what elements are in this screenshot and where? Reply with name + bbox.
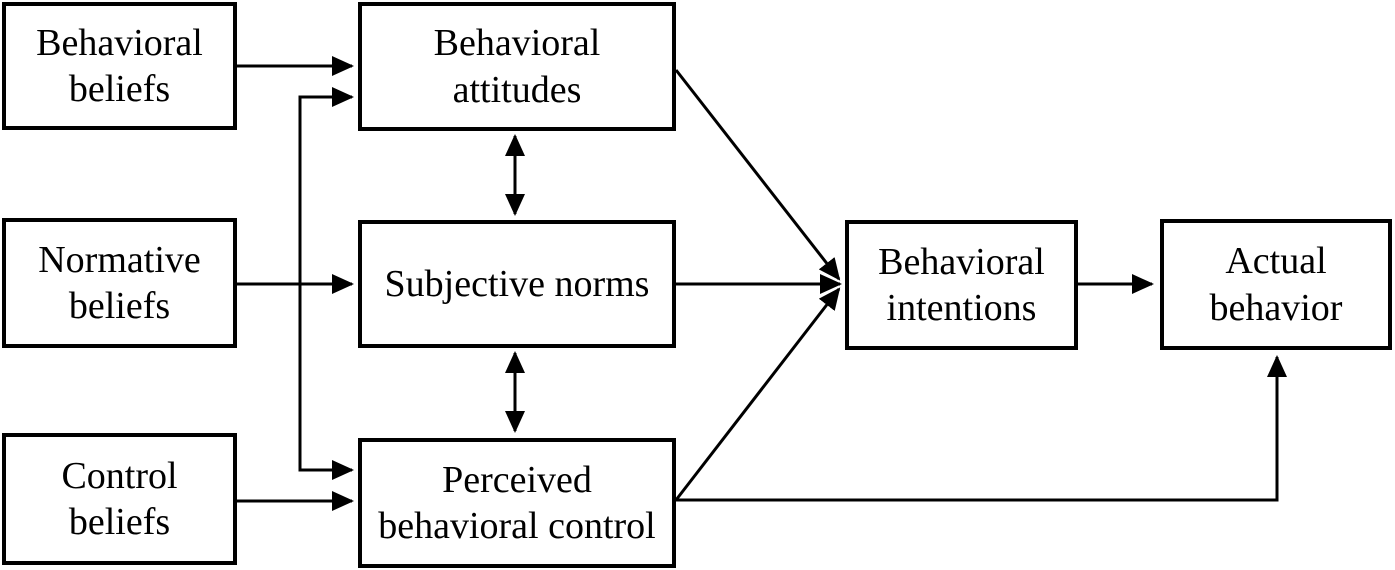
node-label-line: intentions — [886, 287, 1037, 329]
node-perceived-behavioral-control: Perceived behavioral control — [358, 438, 676, 568]
node-behavioral-intentions: Behavioral intentions — [845, 220, 1078, 350]
node-behavioral-attitudes: Behavioral attitudes — [358, 2, 676, 131]
node-label-line: behavioral control — [378, 505, 656, 547]
node-label-line: attitudes — [452, 68, 582, 111]
node-label-line: beliefs — [68, 501, 171, 543]
node-label-line: behavior — [1209, 286, 1343, 329]
node-label-line: Behavioral — [433, 22, 601, 65]
node-label-line: Behavioral — [878, 240, 1045, 283]
node-behavioral-beliefs: Behavioral beliefs — [2, 2, 237, 130]
edge-perceived-control-to-intentions — [674, 287, 841, 501]
edge-normative-beliefs-to-attitudes — [298, 87, 354, 284]
node-label-line: Perceived — [442, 458, 592, 501]
edge-perceived-control-to-actual-behavior — [676, 355, 1287, 502]
node-actual-behavior: Actual behavior — [1160, 219, 1392, 350]
edge-normative-beliefs-to-perceived-control — [298, 284, 354, 480]
node-label-line: Normative — [38, 238, 201, 281]
node-control-beliefs: Control beliefs — [2, 433, 237, 565]
node-label-line: beliefs — [68, 285, 171, 327]
node-normative-beliefs: Normative beliefs — [2, 218, 237, 348]
node-label-line: Actual — [1225, 240, 1327, 283]
node-label-line: beliefs — [68, 68, 171, 110]
node-label-line: Behavioral — [36, 21, 203, 64]
node-label-line: Subjective norms — [384, 262, 650, 305]
node-subjective-norms: Subjective norms — [358, 220, 676, 348]
edge-attitudes-to-intentions — [674, 69, 841, 281]
node-label-line: Control — [61, 454, 178, 497]
